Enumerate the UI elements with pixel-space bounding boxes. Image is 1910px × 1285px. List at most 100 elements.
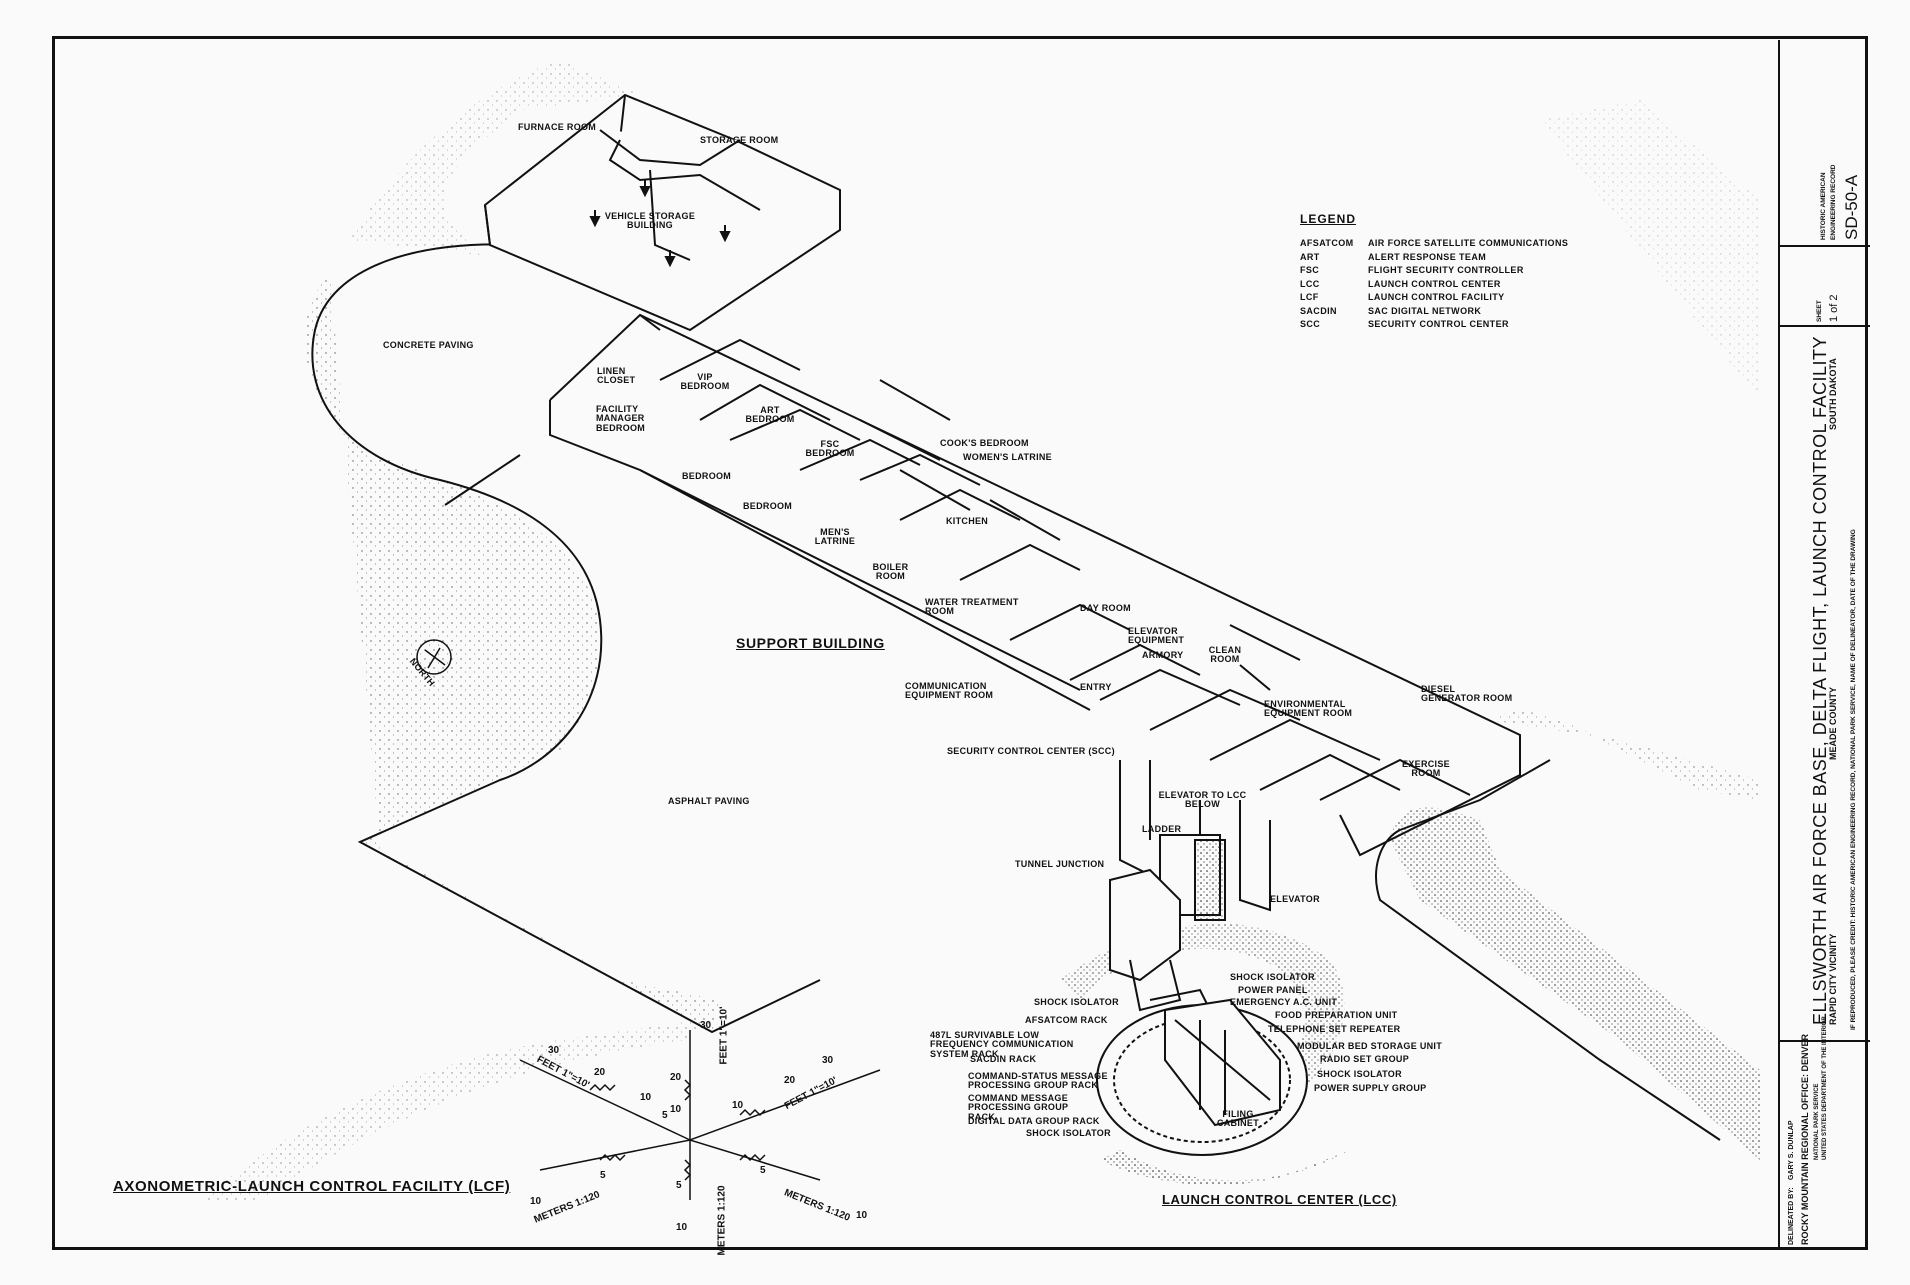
label-tunnel-junction: TUNNEL JUNCTION <box>1015 859 1105 869</box>
label-digital-data: DIGITAL DATA GROUP RACK <box>968 1116 1100 1126</box>
label-water-treatment: WATER TREATMENT ROOM <box>925 597 1019 617</box>
scale-label-feet-2: FEET 1"=10' <box>718 1006 730 1065</box>
scale-tick: 30 <box>548 1045 560 1056</box>
label-clean-room: CLEAN ROOM <box>1208 645 1242 665</box>
label-elevator-to-lcc: ELEVATOR TO LCC BELOW <box>1158 790 1247 810</box>
sheet-delineator: GARY S. DUNLAP <box>1788 1120 1795 1180</box>
legend-abbr: FSC <box>1300 265 1320 275</box>
scale-label-meters-2: METERS 1:120 <box>716 1185 728 1256</box>
label-mens-latrine: MEN'S LATRINE <box>814 527 856 547</box>
label-food-prep: FOOD PREPARATION UNIT <box>1275 1010 1398 1020</box>
legend-abbr: ART <box>1300 251 1320 262</box>
legend-meaning: LAUNCH CONTROL CENTER <box>1368 278 1501 289</box>
title-block-divider <box>1780 245 1870 247</box>
sheet-location-1: RAPID CITY VICINITY <box>1828 933 1838 1025</box>
support-building <box>549 313 1521 857</box>
sheet-label: SHEET <box>1816 300 1823 322</box>
legend-abbr: LCF <box>1300 292 1319 302</box>
label-bedroom-2: BEDROOM <box>743 501 793 511</box>
label-shock-isolator-1: SHOCK ISOLATOR <box>1230 972 1315 982</box>
title-block-divider <box>1780 325 1870 327</box>
label-bedroom-1: BEDROOM <box>682 471 732 481</box>
label-power-supply: POWER SUPPLY GROUP <box>1314 1083 1427 1093</box>
scale-tick: 10 <box>670 1104 682 1115</box>
label-afsatcom-rack: AFSATCOM RACK <box>1025 1015 1108 1025</box>
label-entry: ENTRY <box>1080 682 1112 692</box>
label-boiler-room: BOILER ROOM <box>872 562 909 582</box>
legend-meaning: AIR FORCE SATELLITE COMMUNICATIONS <box>1368 238 1569 248</box>
label-shock-isolator-2: SHOCK ISOLATOR <box>1034 997 1119 1007</box>
ground-stipple <box>200 60 1760 1200</box>
label-kitchen: KITCHEN <box>946 516 989 526</box>
label-storage-room: STORAGE ROOM <box>700 135 779 145</box>
label-filing-cabinet: FILING CABINET <box>1216 1109 1260 1129</box>
scale-tick: 10 <box>856 1210 868 1221</box>
label-furnace-room: FURNACE ROOM <box>518 122 597 132</box>
sheet-repro-note: IF REPRODUCED, PLEASE CREDIT: HISTORIC A… <box>1850 529 1857 1030</box>
label-diesel-generator: DIESEL GENERATOR ROOM <box>1421 684 1513 704</box>
title-block: ELLSWORTH AIR FORCE BASE, DELTA FLIGHT, … <box>1778 40 1870 1248</box>
label-facility-manager-bedroom: FACILITY MANAGER BEDROOM <box>596 404 646 433</box>
sheet-location-2: MEADE COUNTY <box>1828 686 1838 760</box>
scale-tick: 20 <box>594 1067 606 1078</box>
label-power-panel: POWER PANEL <box>1238 985 1308 995</box>
legend-abbr: LCC <box>1300 278 1320 289</box>
title-block-divider <box>1780 1040 1870 1042</box>
scale-tick: 10 <box>530 1196 542 1207</box>
label-concrete-paving: CONCRETE PAVING <box>383 340 474 350</box>
scale-tick: 10 <box>640 1092 652 1103</box>
label-modular-bed: MODULAR BED STORAGE UNIT <box>1297 1041 1443 1051</box>
legend-item: AFSATCOM AIR FORCE SATELLITE COMMUNICATIO… <box>1300 238 1568 252</box>
sheet-agency-1: NATIONAL PARK SERVICE <box>1814 1083 1820 1160</box>
sheet-main-title: ELLSWORTH AIR FORCE BASE, DELTA FLIGHT, … <box>1810 336 1830 1025</box>
label-elevator: ELEVATOR <box>1270 894 1320 904</box>
legend-meaning: FLIGHT SECURITY CONTROLLER <box>1368 265 1524 275</box>
label-environmental-equipment: ENVIRONMENTAL EQUIPMENT ROOM <box>1264 699 1353 719</box>
record-number: SD-50-A <box>1842 174 1861 240</box>
sheet-number: 1 of 2 <box>1828 294 1840 322</box>
label-asphalt-paving: ASPHALT PAVING <box>668 796 750 806</box>
label-shock-isolator-3: SHOCK ISOLATOR <box>1317 1069 1402 1079</box>
record-label-2: ENGINEERING RECORD <box>1830 164 1837 240</box>
drawing-title: AXONOMETRIC-LAUNCH CONTROL FACILITY (LCF… <box>113 1178 511 1195</box>
label-elevator-equipment: ELEVATOR EQUIPMENT <box>1128 626 1185 646</box>
legend-abbr: AFSATCOM <box>1300 238 1354 248</box>
north-arrow <box>416 639 452 675</box>
label-radio-set: RADIO SET GROUP <box>1320 1054 1410 1064</box>
label-exercise-room: EXERCISE ROOM <box>1402 759 1450 779</box>
legend-item: LCC LAUNCH CONTROL CENTER <box>1300 279 1568 293</box>
drawing-frame <box>52 36 1868 1250</box>
record-label-1: HISTORIC AMERICAN <box>1820 172 1827 240</box>
sheet-agency-2: UNITED STATES DEPARTMENT OF THE INTERIOR <box>1822 1016 1828 1160</box>
label-armory: ARMORY <box>1142 650 1184 660</box>
label-linen-closet: LINEN CLOSET <box>597 366 636 386</box>
legend-meaning: LAUNCH CONTROL FACILITY <box>1368 292 1505 302</box>
label-sacdin-rack: SACDIN RACK <box>970 1054 1037 1064</box>
label-vehicle-storage: VEHICLE STORAGE BUILDING <box>604 211 696 231</box>
scale-tick: 20 <box>784 1075 796 1086</box>
sheet-location-3: SOUTH DAKOTA <box>1828 358 1838 430</box>
legend-abbr: SACDIN <box>1300 305 1337 316</box>
legend-title: LEGEND <box>1300 212 1357 226</box>
vehicle-storage-building <box>483 93 841 332</box>
label-fsc-bedroom: FSC BEDROOM <box>805 439 855 459</box>
label-survivable-lf: 487L SURVIVABLE LOW FREQUENCY COMMUNICAT… <box>930 1030 1074 1059</box>
legend-abbr: SCC <box>1300 319 1321 329</box>
label-cooks-bedroom: COOK'S BEDROOM <box>940 438 1029 448</box>
label-support-building: SUPPORT BUILDING <box>736 635 885 651</box>
scale-tick: 10 <box>732 1100 744 1111</box>
scale-tick: 5 <box>760 1165 766 1176</box>
scale-tick: 30 <box>700 1020 712 1031</box>
scale-tick: 5 <box>676 1180 682 1191</box>
scale-tick: 10 <box>676 1222 688 1233</box>
label-emergency-ac: EMERGENCY A.C. UNIT <box>1230 997 1338 1007</box>
label-command-status: COMMAND-STATUS MESSAGE PROCESSING GROUP … <box>968 1071 1108 1091</box>
label-command-message: COMMAND MESSAGE PROCESSING GROUP RACK <box>968 1093 1069 1122</box>
label-vip-bedroom: VIP BEDROOM <box>680 372 730 392</box>
scale-tick: 5 <box>600 1170 606 1181</box>
label-telephone-repeater: TELEPHONE SET REPEATER <box>1268 1024 1401 1034</box>
sheet-office: ROCKY MOUNTAIN REGIONAL OFFICE: DENVER <box>1800 1033 1810 1245</box>
